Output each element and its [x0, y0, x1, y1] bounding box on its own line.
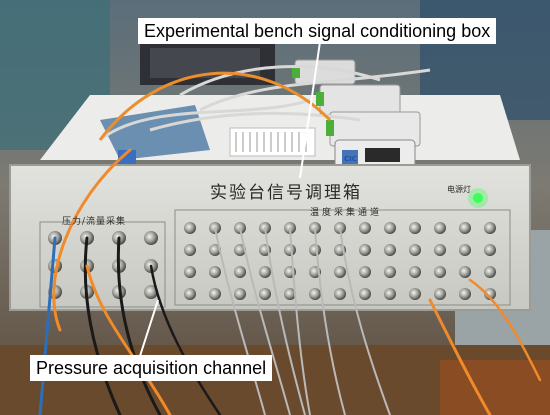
black-cable-3: [149, 264, 222, 415]
temperature-connectors: [184, 222, 496, 300]
temperature-section-frame: [174, 209, 511, 306]
callout-top-pointer: [299, 41, 321, 179]
vented-cover: [229, 127, 316, 157]
power-led: [473, 193, 483, 203]
front-panel: [9, 164, 531, 311]
panel-title-label: 实验台信号调理箱: [210, 183, 362, 203]
blue-cable-bundle: [100, 105, 210, 160]
callout-signal-conditioning-box: Experimental bench signal conditioning b…: [138, 18, 497, 44]
orange-cable-left: [52, 148, 132, 332]
orange-cable-right: [428, 298, 492, 415]
black-cable-2: [116, 236, 162, 415]
orange-cable-top: [98, 71, 332, 141]
orange-cable-front: [85, 264, 172, 415]
conditioning-module-2: [319, 84, 401, 116]
pressure-section-label: 压力/流量采集: [62, 217, 127, 227]
callout-bottom-pointer: [139, 299, 159, 357]
module-brand-label: CIC: [344, 155, 357, 163]
black-cable-1: [83, 236, 122, 415]
callout-pressure-channel: Pressure acquisition channel: [30, 355, 273, 381]
blue-cable: [38, 236, 57, 415]
rusty-base: [440, 360, 550, 415]
power-led-label: 电源灯: [447, 185, 471, 194]
temperature-section-label: 温度采集通道: [310, 208, 383, 218]
